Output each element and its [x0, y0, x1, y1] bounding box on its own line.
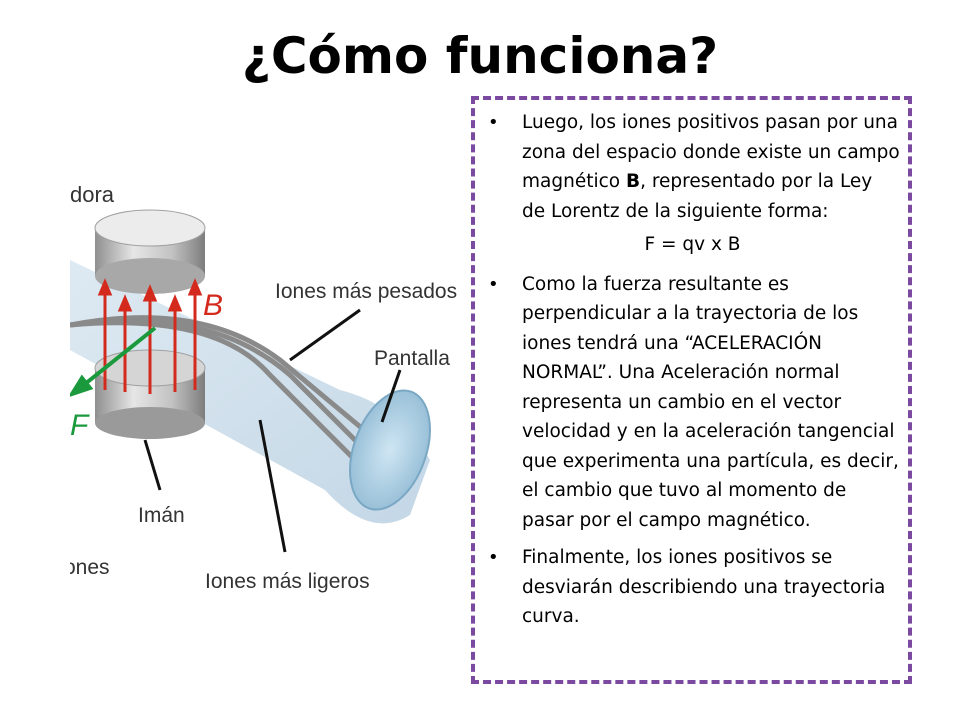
bullet2-text: Como la fuerza resultante es perpendicul… [522, 273, 899, 531]
label-f-vector: F [70, 409, 90, 442]
label-screen: Pantalla [374, 347, 450, 370]
explanation-box: • Luego, los iones positivos pasan por u… [471, 96, 912, 684]
magnetic-field-lines [97, 278, 203, 394]
list-spacer [485, 535, 900, 543]
explanation-list-2: • Como la fuerza resultante es perpendic… [485, 270, 900, 632]
list-item-curved-path: • Finalmente, los iones positivos se des… [485, 543, 900, 632]
force-arrow [70, 326, 157, 397]
bullet3-text: Finalmente, los iones positivos se desvi… [522, 547, 886, 627]
label-dora: dora [70, 182, 115, 207]
label-magnet: Imán [138, 504, 185, 527]
mass-spectrometer-illustration: dora Iones más pesados Pantalla Imán one… [70, 182, 457, 593]
list-item-normal-acceleration: • Como la fuerza resultante es perpendic… [485, 270, 900, 536]
bullet1-text-start: Luego, los iones positivos pasan por una… [522, 112, 900, 192]
detector-screen [349, 389, 431, 511]
bullet-icon: • [488, 112, 499, 133]
slide-title: ¿Cómo funciona? [241, 27, 719, 85]
bullet1-bold-b: B [625, 171, 641, 192]
list-item-lorentz: • Luego, los iones positivos pasan por u… [485, 108, 900, 226]
label-heavier-ions: Iones más pesados [275, 280, 457, 303]
lorentz-formula: F = qv x B [644, 234, 741, 255]
label-lighter-ions: Iones más ligeros [205, 570, 370, 593]
explanation-list: • Luego, los iones positivos pasan por u… [485, 108, 900, 226]
label-ions: ones [70, 556, 110, 579]
label-pointers [143, 308, 402, 553]
upper-magnet [94, 209, 206, 294]
bullet-icon: • [488, 273, 499, 295]
label-b-vector: B [203, 289, 223, 322]
bullet-icon: • [488, 547, 499, 568]
mass-spectrometer-figure: dora Iones más pesados Pantalla Imán one… [70, 160, 470, 620]
bullet1-text-end: , representado por la Ley de Lorentz de … [522, 171, 873, 222]
